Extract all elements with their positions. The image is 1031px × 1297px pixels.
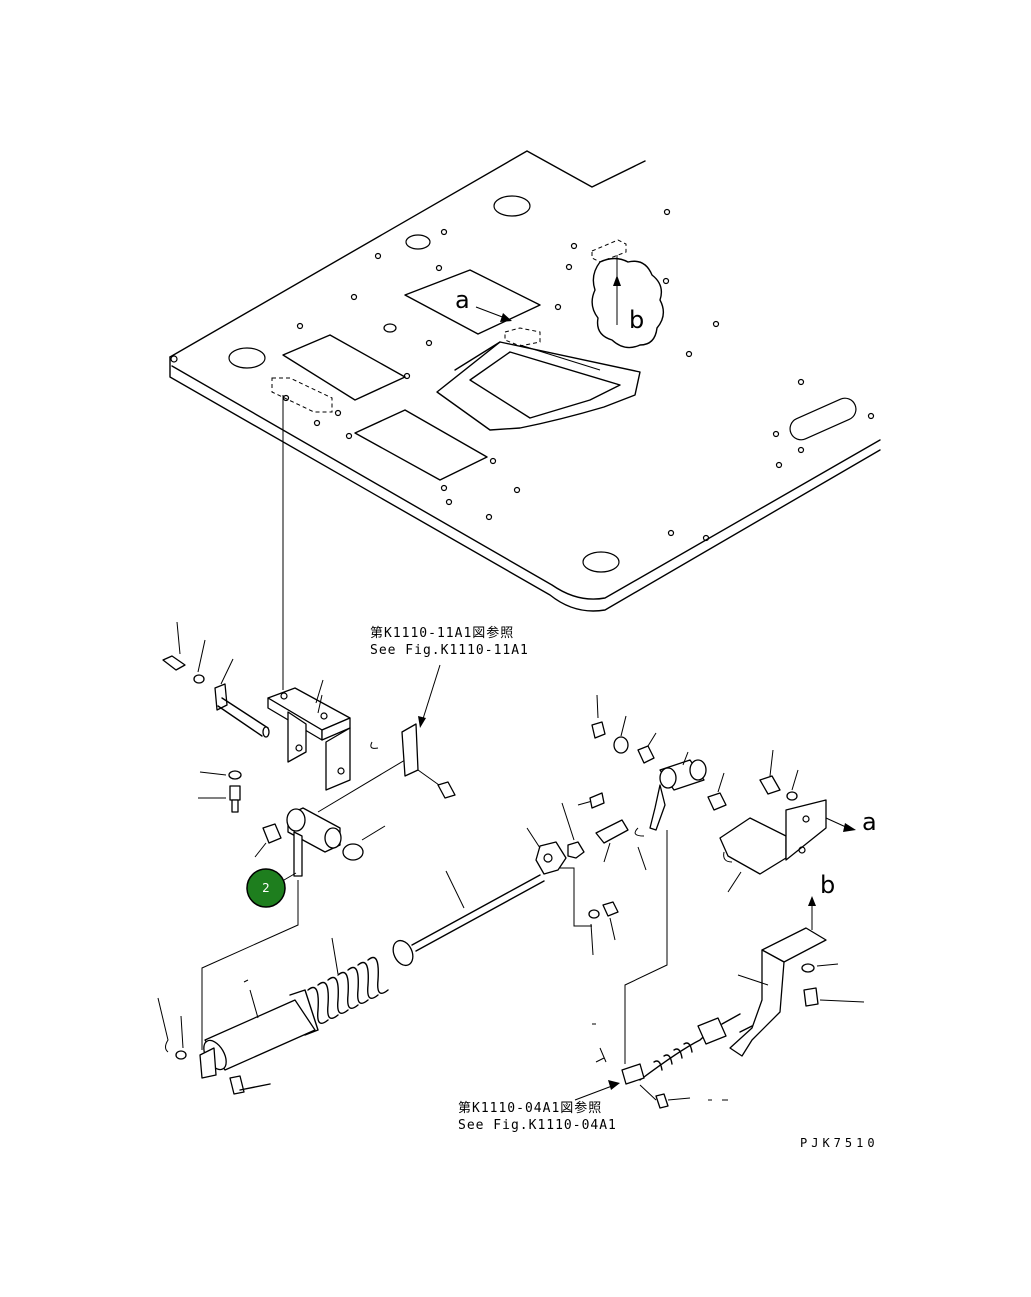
view-marker-a-plate: a xyxy=(455,286,470,314)
callout-badge[interactable]: 2 xyxy=(246,868,286,908)
ref-top-en: See Fig.K1110-11A1 xyxy=(370,643,529,658)
center-hardware xyxy=(560,802,619,956)
pedal-lever xyxy=(286,759,406,877)
floor-plate: b a xyxy=(169,150,881,612)
ref-top-ja: 第K1110-11A1図参照 xyxy=(370,625,514,641)
washer-bolt-left xyxy=(198,770,282,858)
clevis-top xyxy=(370,723,456,799)
badge-number: 2 xyxy=(262,881,270,895)
drawing-code: PJK7510 xyxy=(800,1136,879,1150)
rod xyxy=(411,827,567,952)
pin xyxy=(162,621,324,738)
lower-bracket: b xyxy=(729,871,865,1057)
view-marker-b-plate: b xyxy=(629,306,644,334)
ref-bottom-en: See Fig.K1110-04A1 xyxy=(458,1118,617,1133)
arrow-head xyxy=(418,716,426,728)
right-linkage xyxy=(577,694,727,1064)
spring-cylinder xyxy=(157,937,414,1095)
cable xyxy=(592,1013,741,1109)
view-marker-b-bracket: b xyxy=(820,871,835,899)
view-marker-a-bracket: a xyxy=(862,808,877,836)
ref-bottom-ja: 第K1110-04A1図参照 xyxy=(458,1100,602,1116)
right-bracket: a xyxy=(719,749,877,893)
pedal-bracket xyxy=(267,687,351,791)
